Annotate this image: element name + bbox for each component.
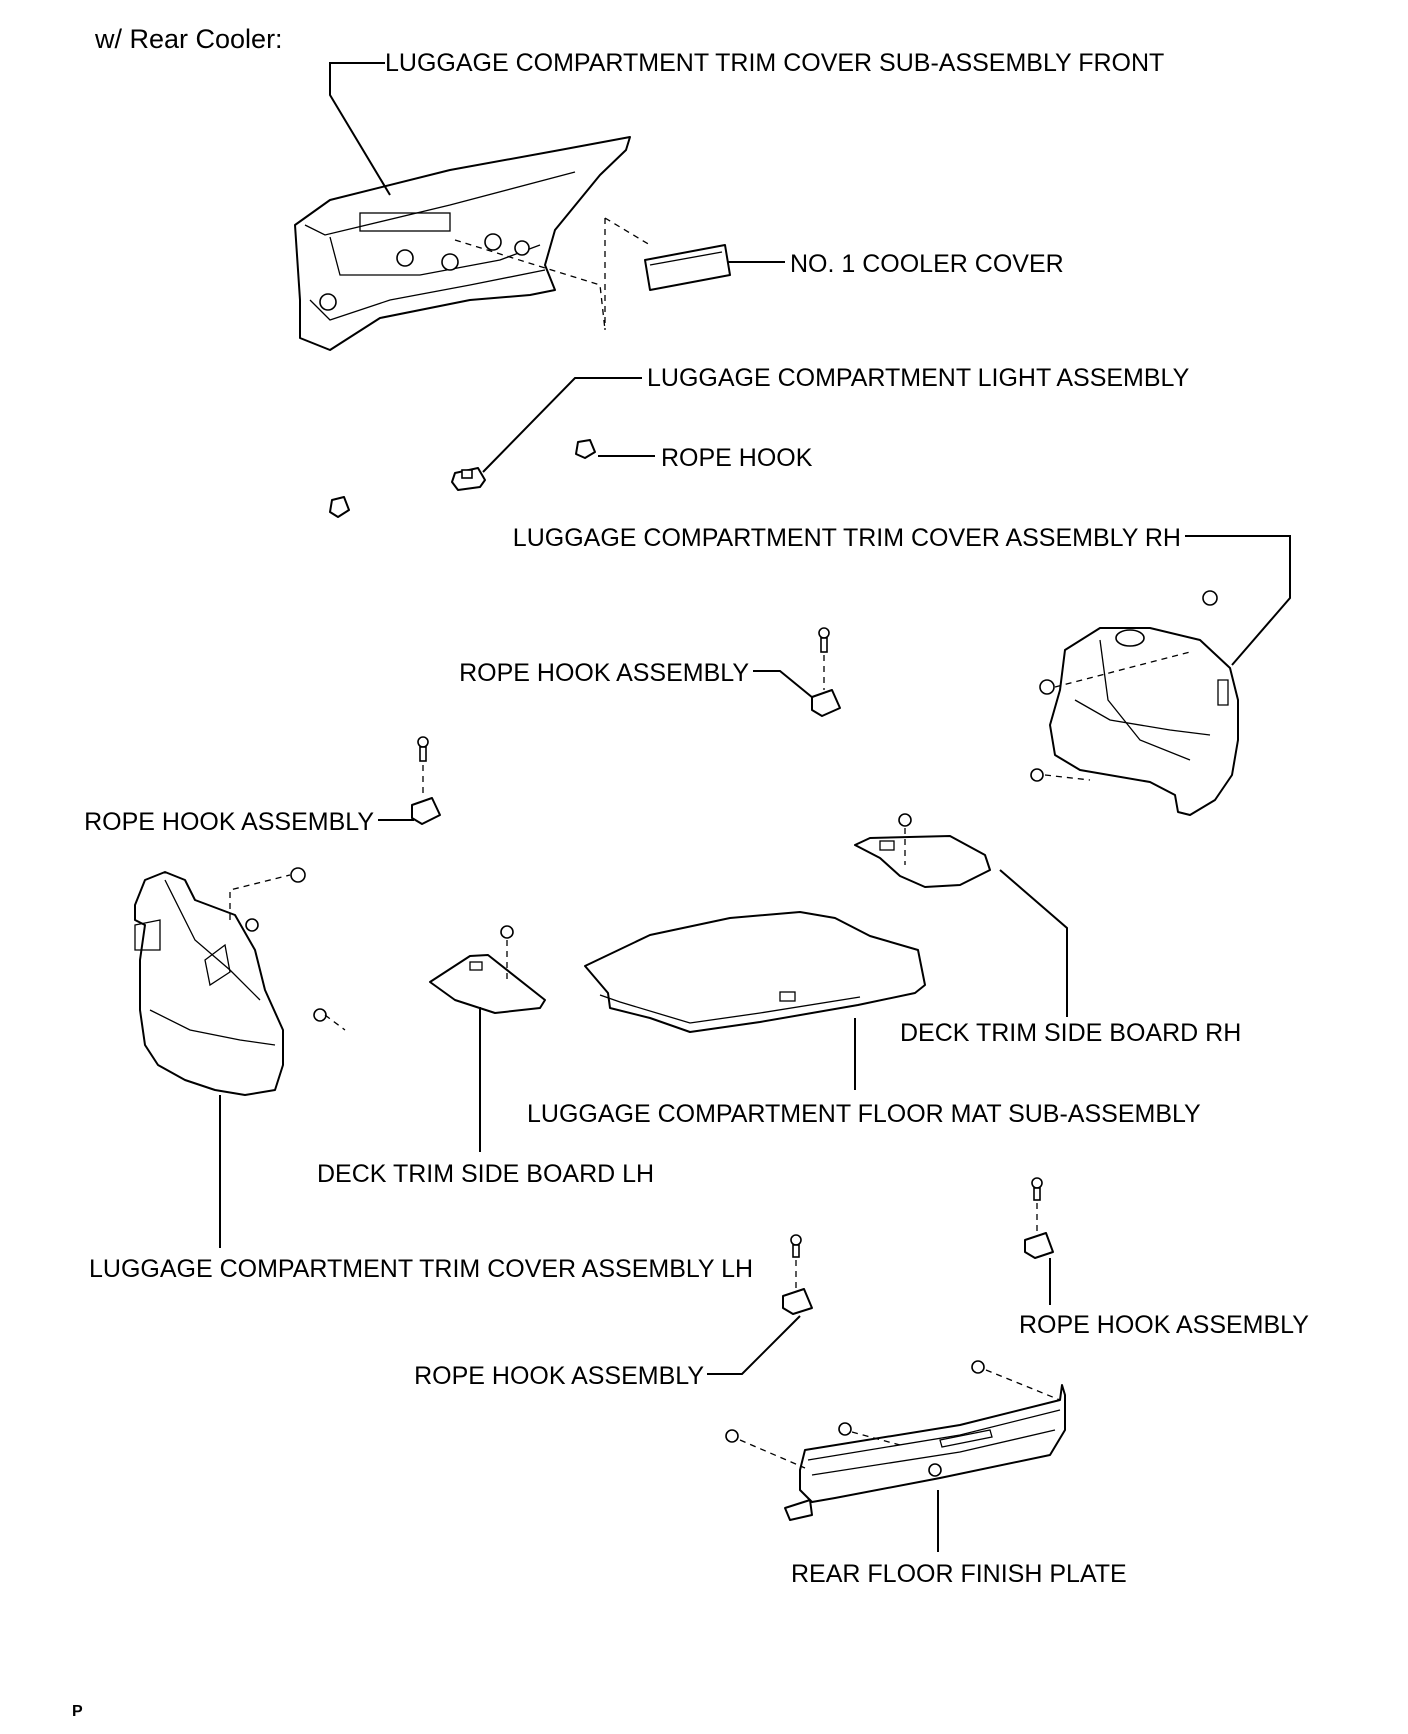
illustration-code: P: [72, 1703, 83, 1720]
leader-rope-hook-asm-1: [753, 670, 814, 699]
deck-board-rh-part: [854, 813, 991, 888]
label-rope-hook-assembly-3: ROPE HOOK ASSEMBLY: [1019, 1311, 1309, 1339]
label-light-assembly: LUGGAGE COMPARTMENT LIGHT ASSEMBLY: [647, 364, 1190, 392]
clip-part: [329, 496, 350, 518]
light-assembly-part: [451, 467, 486, 491]
label-deck-board-lh: DECK TRIM SIDE BOARD LH: [317, 1160, 654, 1188]
label-rope-hook: ROPE HOOK: [661, 444, 813, 472]
deck-board-lh-part: [429, 925, 546, 1014]
cooler-cover-part: [644, 244, 731, 291]
rope-hook-assembly-2-part: [411, 736, 441, 825]
label-floor-mat: LUGGAGE COMPARTMENT FLOOR MAT SUB-ASSEMB…: [527, 1100, 1201, 1128]
trim-cover-rh-part: [1030, 590, 1239, 816]
leader-trim-rh: [1185, 535, 1291, 666]
label-trim-cover-rh: LUGGAGE COMPARTMENT TRIM COVER ASSEMBLY …: [513, 524, 1181, 552]
label-trim-cover-lh: LUGGAGE COMPARTMENT TRIM COVER ASSEMBLY …: [89, 1255, 753, 1283]
finish-plate-dash: [739, 1369, 1061, 1469]
trim-lh-dash: [229, 874, 346, 1031]
rope-hook-assembly-3-part: [1024, 1177, 1054, 1259]
rope-hook-part: [575, 439, 596, 459]
label-cooler-cover: NO. 1 COOLER COVER: [790, 250, 1064, 278]
trim-cover-front-part: [294, 136, 631, 351]
floor-mat-part: [584, 911, 926, 1033]
leader-rope-hook-asm-4: [707, 1315, 801, 1375]
diagram-header: w/ Rear Cooler:: [94, 24, 283, 54]
label-deck-board-rh: DECK TRIM SIDE BOARD RH: [900, 1019, 1241, 1047]
rope-hook-assembly-1-part: [811, 627, 841, 717]
label-rope-hook-assembly-2: ROPE HOOK ASSEMBLY: [84, 808, 374, 836]
leader-deck-rh: [999, 869, 1068, 1017]
leader-trim-front: [329, 62, 391, 196]
rope-hook-assembly-4-part: [782, 1234, 813, 1315]
label-rope-hook-assembly-1: ROPE HOOK ASSEMBLY: [459, 659, 749, 687]
trim-front-cooler-dash: [454, 217, 651, 331]
trim-rh-dash: [1044, 651, 1191, 781]
leader-light: [482, 377, 642, 473]
label-rope-hook-assembly-4: ROPE HOOK ASSEMBLY: [414, 1362, 704, 1390]
finish-plate-part: [725, 1360, 1066, 1521]
label-finish-plate: REAR FLOOR FINISH PLATE: [791, 1560, 1127, 1588]
label-trim-cover-front: LUGGAGE COMPARTMENT TRIM COVER SUB-ASSEM…: [385, 49, 1164, 77]
trim-cover-lh-part: [134, 867, 327, 1096]
